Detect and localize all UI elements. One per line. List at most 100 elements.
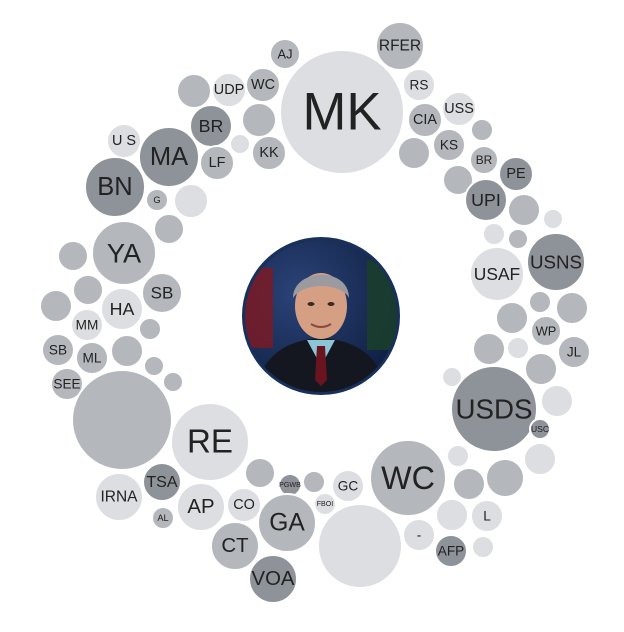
entity-bubble[interactable]: USS xyxy=(441,91,477,127)
entity-bubble[interactable] xyxy=(72,274,104,306)
entity-bubble[interactable]: AFP xyxy=(434,534,468,568)
entity-bubble[interactable]: CIA xyxy=(407,102,443,138)
entity-bubble[interactable] xyxy=(143,355,165,377)
entity-bubble[interactable] xyxy=(397,136,431,170)
entity-bubble[interactable]: BN xyxy=(84,156,146,218)
entity-bubble[interactable]: CT xyxy=(210,521,260,571)
entity-bubble[interactable] xyxy=(446,444,470,468)
entity-bubble[interactable]: USC xyxy=(529,418,551,440)
entity-bubble[interactable] xyxy=(470,118,494,142)
entity-bubble[interactable] xyxy=(485,458,525,498)
entity-bubble[interactable]: AJ xyxy=(269,38,301,70)
entity-bubble-circle xyxy=(506,336,530,360)
entity-bubble-circle xyxy=(143,355,165,377)
entity-bubble[interactable] xyxy=(471,535,495,559)
entity-bubble-circle xyxy=(432,128,466,162)
entity-bubble[interactable] xyxy=(507,193,541,227)
entity-bubble[interactable]: GA xyxy=(257,493,317,553)
entity-bubble[interactable] xyxy=(507,228,529,250)
entity-bubble[interactable] xyxy=(110,334,144,368)
entity-bubble[interactable]: TSA xyxy=(142,462,182,502)
entity-bubble[interactable]: L xyxy=(470,499,504,533)
entity-bubble[interactable]: AL xyxy=(151,506,175,530)
entity-bubble[interactable]: CO xyxy=(226,487,262,523)
entity-bubble[interactable] xyxy=(71,369,173,471)
entity-bubble[interactable]: KS xyxy=(432,128,466,162)
entity-bubble[interactable]: UDP xyxy=(211,72,247,108)
entity-bubble[interactable] xyxy=(506,336,530,360)
entity-bubble-circle xyxy=(482,222,506,246)
entity-bubble[interactable]: FBOI xyxy=(313,492,337,516)
entity-bubble[interactable] xyxy=(244,457,276,489)
entity-bubble-circle xyxy=(470,118,494,142)
entity-bubble[interactable] xyxy=(153,213,185,245)
entity-bubble[interactable]: PE xyxy=(498,156,534,192)
entity-bubble[interactable] xyxy=(57,240,89,272)
entity-bubble[interactable]: RFER xyxy=(375,21,425,71)
entity-bubble[interactable]: VOA xyxy=(248,554,298,604)
entity-bubble[interactable]: USAF xyxy=(469,246,525,302)
center-portrait[interactable] xyxy=(242,237,400,395)
entity-bubble[interactable] xyxy=(555,291,589,325)
entity-bubble[interactable]: USDS xyxy=(450,365,538,453)
entity-bubble[interactable]: MM xyxy=(70,308,104,342)
entity-bubble[interactable] xyxy=(528,290,552,314)
entity-bubble[interactable]: IRNA xyxy=(94,472,144,522)
entity-bubble[interactable]: KK xyxy=(251,135,287,171)
entity-bubble[interactable]: GC xyxy=(331,469,365,503)
entity-bubble[interactable]: AP xyxy=(176,482,226,532)
entity-bubble[interactable] xyxy=(523,442,557,476)
entity-bubble[interactable] xyxy=(229,133,251,155)
entity-bubble[interactable] xyxy=(138,317,162,341)
entity-bubble-circle xyxy=(269,38,301,70)
entity-bubble[interactable] xyxy=(317,503,403,589)
entity-bubble[interactable]: G xyxy=(145,188,169,212)
entity-bubble[interactable] xyxy=(173,183,209,219)
entity-bubble[interactable]: BR xyxy=(469,145,499,175)
entity-bubble[interactable]: LF xyxy=(199,145,235,181)
entity-bubble[interactable]: MK xyxy=(279,49,405,175)
entity-bubble[interactable]: - xyxy=(402,518,436,552)
entity-bubble[interactable]: USNS xyxy=(526,232,586,292)
entity-bubble[interactable]: HA xyxy=(100,287,144,331)
entity-bubble[interactable]: BR xyxy=(189,104,233,148)
entity-bubble[interactable] xyxy=(542,208,564,230)
entity-bubble[interactable]: WC xyxy=(369,439,447,517)
entity-bubble[interactable]: SB xyxy=(41,333,75,367)
entity-bubble-circle xyxy=(369,439,447,517)
entity-bubble-label: VOA xyxy=(251,568,294,590)
entity-bubble[interactable] xyxy=(442,164,474,196)
entity-bubble[interactable]: JL xyxy=(557,335,591,369)
entity-bubble[interactable] xyxy=(241,102,277,138)
entity-bubble[interactable] xyxy=(452,467,486,501)
entity-bubble[interactable] xyxy=(39,289,73,323)
entity-bubble[interactable]: RE xyxy=(170,402,250,482)
entity-bubble-circle xyxy=(442,164,474,196)
entity-bubble[interactable] xyxy=(540,384,574,418)
entity-bubble[interactable]: PGWB xyxy=(278,473,302,497)
entity-bubble[interactable]: RS xyxy=(402,68,436,102)
entity-bubble[interactable] xyxy=(524,352,558,386)
entity-bubble[interactable] xyxy=(495,301,529,335)
entity-bubble[interactable]: MA xyxy=(138,126,200,188)
entity-bubble[interactable] xyxy=(302,470,326,494)
entity-bubble[interactable] xyxy=(435,498,469,532)
entity-bubble[interactable]: SB xyxy=(141,272,183,314)
entity-bubble-label: G xyxy=(153,195,160,205)
entity-bubble[interactable] xyxy=(482,222,506,246)
entity-bubble[interactable]: UPI xyxy=(464,178,508,222)
entity-bubble-circle xyxy=(450,365,538,453)
entity-bubble[interactable]: WP xyxy=(530,315,562,347)
entity-bubble[interactable] xyxy=(441,366,463,388)
entity-bubble[interactable] xyxy=(176,73,212,109)
entity-bubble[interactable]: SEE xyxy=(50,367,84,401)
entity-bubble[interactable]: U S xyxy=(106,123,142,159)
entity-bubble[interactable]: ML xyxy=(75,341,109,375)
entity-bubble-circle xyxy=(526,232,586,292)
entity-bubble[interactable] xyxy=(472,332,506,366)
entity-bubble-label: CT xyxy=(221,535,248,557)
entity-bubble[interactable] xyxy=(162,371,184,393)
entity-bubble-label: UDP xyxy=(214,82,244,98)
entity-bubble[interactable]: WC xyxy=(245,67,281,103)
entity-bubble[interactable]: YA xyxy=(91,220,157,286)
